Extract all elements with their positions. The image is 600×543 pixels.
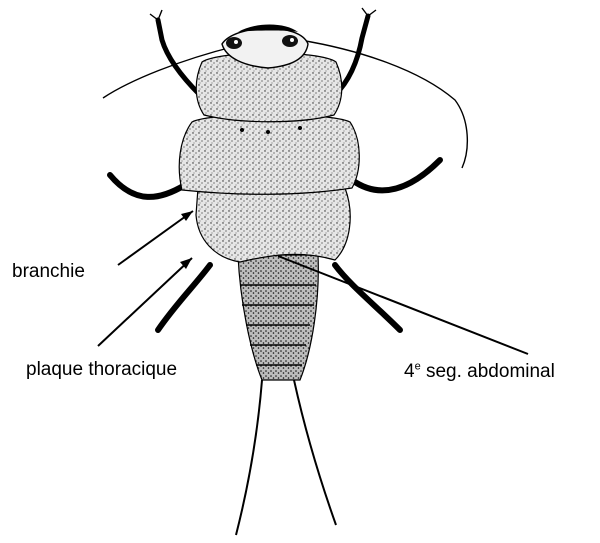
abdomen xyxy=(238,255,318,380)
leg-hind-right xyxy=(335,265,400,330)
label-branchie: branchie xyxy=(12,262,85,281)
label-plaque-thoracique: plaque thoracique xyxy=(26,360,177,379)
mesothorax xyxy=(179,115,359,195)
leg-hind-left xyxy=(158,265,210,330)
label-seg-number: 4 xyxy=(404,361,415,382)
label-seg-rest: seg. abdominal xyxy=(421,361,555,382)
cercus-right xyxy=(294,380,336,525)
thoracic-plate xyxy=(196,188,350,262)
eye-right xyxy=(282,35,298,47)
eye-left xyxy=(226,37,242,49)
arrow-branchie xyxy=(118,211,193,265)
label-4e-seg-abdominal: 4e seg. abdominal xyxy=(404,362,555,381)
leg-mid-right xyxy=(352,160,440,190)
leg-mid-left xyxy=(110,175,185,197)
cercus-left xyxy=(236,380,262,535)
